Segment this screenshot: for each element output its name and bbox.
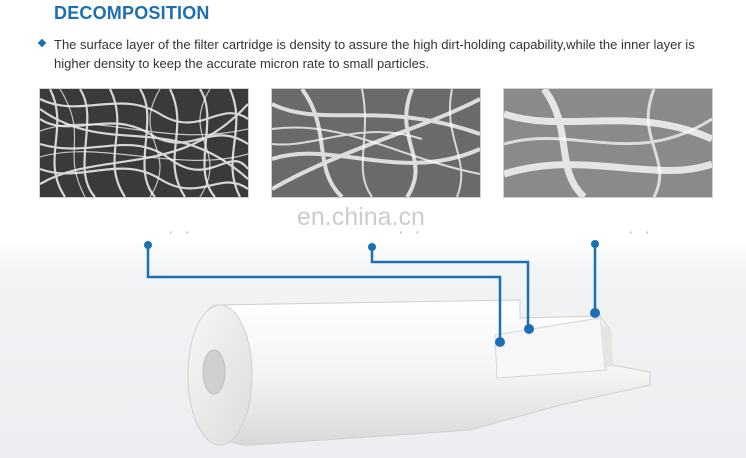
fiber-texture-medium [272, 89, 480, 197]
section-title: DECOMPOSITION [54, 3, 210, 23]
section-description: The surface layer of the filter cartridg… [54, 37, 695, 71]
connector-line-middle [370, 246, 530, 329]
connector-dot-top-3 [591, 240, 599, 248]
fiber-texture-coarse [504, 89, 712, 197]
connector-dot-bottom-2 [524, 324, 534, 334]
connector-dot-bottom-1 [495, 337, 505, 347]
connector-line-outer [146, 245, 502, 342]
tick-marks: ' ' [400, 230, 424, 240]
fiber-image-outer-layer [39, 88, 249, 198]
cartridge-inner-groove [600, 322, 612, 368]
connector-dot-top-1 [144, 241, 152, 249]
connector-dot-top-2 [368, 243, 376, 251]
fiber-texture-dense [40, 89, 248, 197]
fiber-image-middle-layer [271, 88, 481, 198]
cartridge-core-hole [202, 349, 226, 395]
tick-marks: ' ' [630, 230, 654, 240]
fiber-image-inner-layer [503, 88, 713, 198]
connector-dot-bottom-3 [590, 308, 600, 318]
tick-marks: ' ' [170, 230, 194, 240]
cartridge-step [494, 317, 607, 379]
watermark-text: en.china.cn [297, 203, 425, 231]
